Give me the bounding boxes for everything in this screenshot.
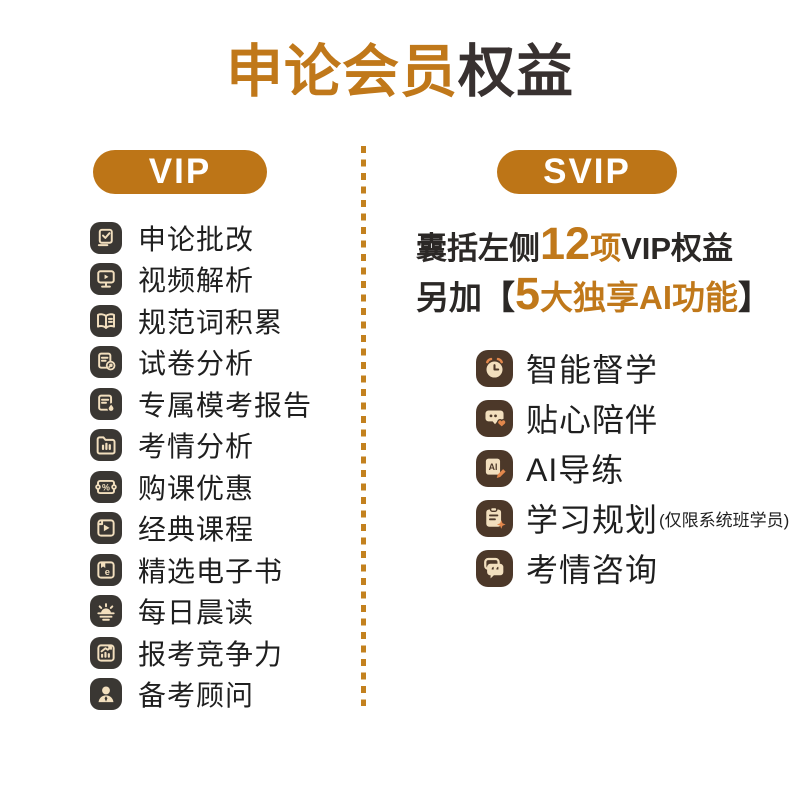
lead-text-part: 大独享AI功能 [540,279,739,316]
advisor-icon [90,678,122,711]
exam-info-icon [90,429,122,462]
svip-lead-line-1: 囊括左侧12项VIP权益 [416,218,733,270]
svip-lead-line-2: 另加【5大独享AI功能】 [416,268,771,320]
svg-text:e: e [105,567,110,577]
list-item: 贴心陪伴 [476,393,789,443]
lead-text-part: 5 [515,268,541,319]
list-item-label: 试卷分析 [138,348,255,380]
competitiveness-icon [90,636,122,669]
list-item: 规范词积累 [90,300,312,342]
list-item-label: 规范词积累 [138,306,284,338]
list-item-label: 考情咨询 [526,552,659,588]
list-item-label: 精选电子书 [138,555,284,587]
lead-text-part: 另加【 [416,279,515,316]
dashed-divider [361,146,366,706]
list-item-label: AI导练 [526,452,625,488]
list-item: 学习规划(仅限系统班学员) [476,493,789,543]
vip-benefit-list: 申论批改视频解析规范词积累试卷分析专属模考报告考情分析% 购课优惠经典课程 e 精选电… [90,217,312,715]
standard-words-icon [90,304,122,337]
ebook-icon: e [90,553,122,586]
list-item: 智能督学 [476,343,789,393]
essay-correction-icon [90,221,122,254]
mock-report-icon [90,387,122,420]
list-item-label: 考情分析 [138,431,255,463]
ai-pencil-icon: AI [476,449,513,487]
list-item: 每日晨读 [90,591,312,633]
list-item-label: 经典课程 [138,514,255,546]
list-item-label: 贴心陪伴 [526,402,659,438]
alarm-clock-icon [476,349,513,387]
lead-text-part: 囊括左侧 [416,231,540,266]
svg-text:%: % [102,482,110,492]
svip-badge: SVIP [497,150,677,194]
lead-text-part: 12 [540,218,591,269]
list-item-label: 购课优惠 [138,472,255,504]
list-item-label: 专属模考报告 [138,389,313,421]
lead-text-part: 项 [590,231,622,266]
list-item: % 购课优惠 [90,466,312,508]
page-title: 申论会员权益 [0,40,800,106]
study-plan-icon [476,499,513,537]
list-item: 报考竞争力 [90,632,312,674]
list-item-label: 备考顾问 [138,680,255,712]
list-item-label: 视频解析 [138,265,255,297]
list-item: 专属模考报告 [90,383,312,425]
list-item-note: (仅限系统班学员) [659,510,790,530]
svg-text:AI: AI [489,461,498,471]
course-discount-icon: % [90,470,122,503]
lead-text-part: 】 [738,279,772,316]
list-item-label: 每日晨读 [138,597,255,629]
list-item: e 精选电子书 [90,549,312,591]
list-item: AI AI导练 [476,443,789,493]
classic-course-icon [90,512,122,545]
list-item: 考情分析 [90,425,312,467]
list-item: 试卷分析 [90,342,312,384]
svip-benefit-list: 智能督学贴心陪伴 AI AI导练学习规划(仅限系统班学员) 考情咨询 [476,343,789,593]
vip-badge: VIP [93,150,267,194]
list-item-label: 学习规划 [526,502,659,538]
video-analysis-icon [90,263,122,296]
lead-text-part: VIP权益 [621,231,734,266]
page-title-rest: 权益 [458,40,574,104]
quote-chat-icon [476,549,513,587]
list-item-label: 智能督学 [526,352,659,388]
paper-analysis-icon [90,346,122,379]
list-item: 考情咨询 [476,543,789,593]
list-item-label: 申论批改 [138,223,255,255]
list-item: 视频解析 [90,259,312,301]
list-item-label: 报考竞争力 [138,638,284,670]
list-item: 申论批改 [90,217,312,259]
list-item: 备考顾问 [90,674,312,716]
morning-reading-icon [90,595,122,628]
chat-heart-icon [476,399,513,437]
list-item: 经典课程 [90,508,312,550]
page-title-accent: 申论会员 [226,40,458,104]
